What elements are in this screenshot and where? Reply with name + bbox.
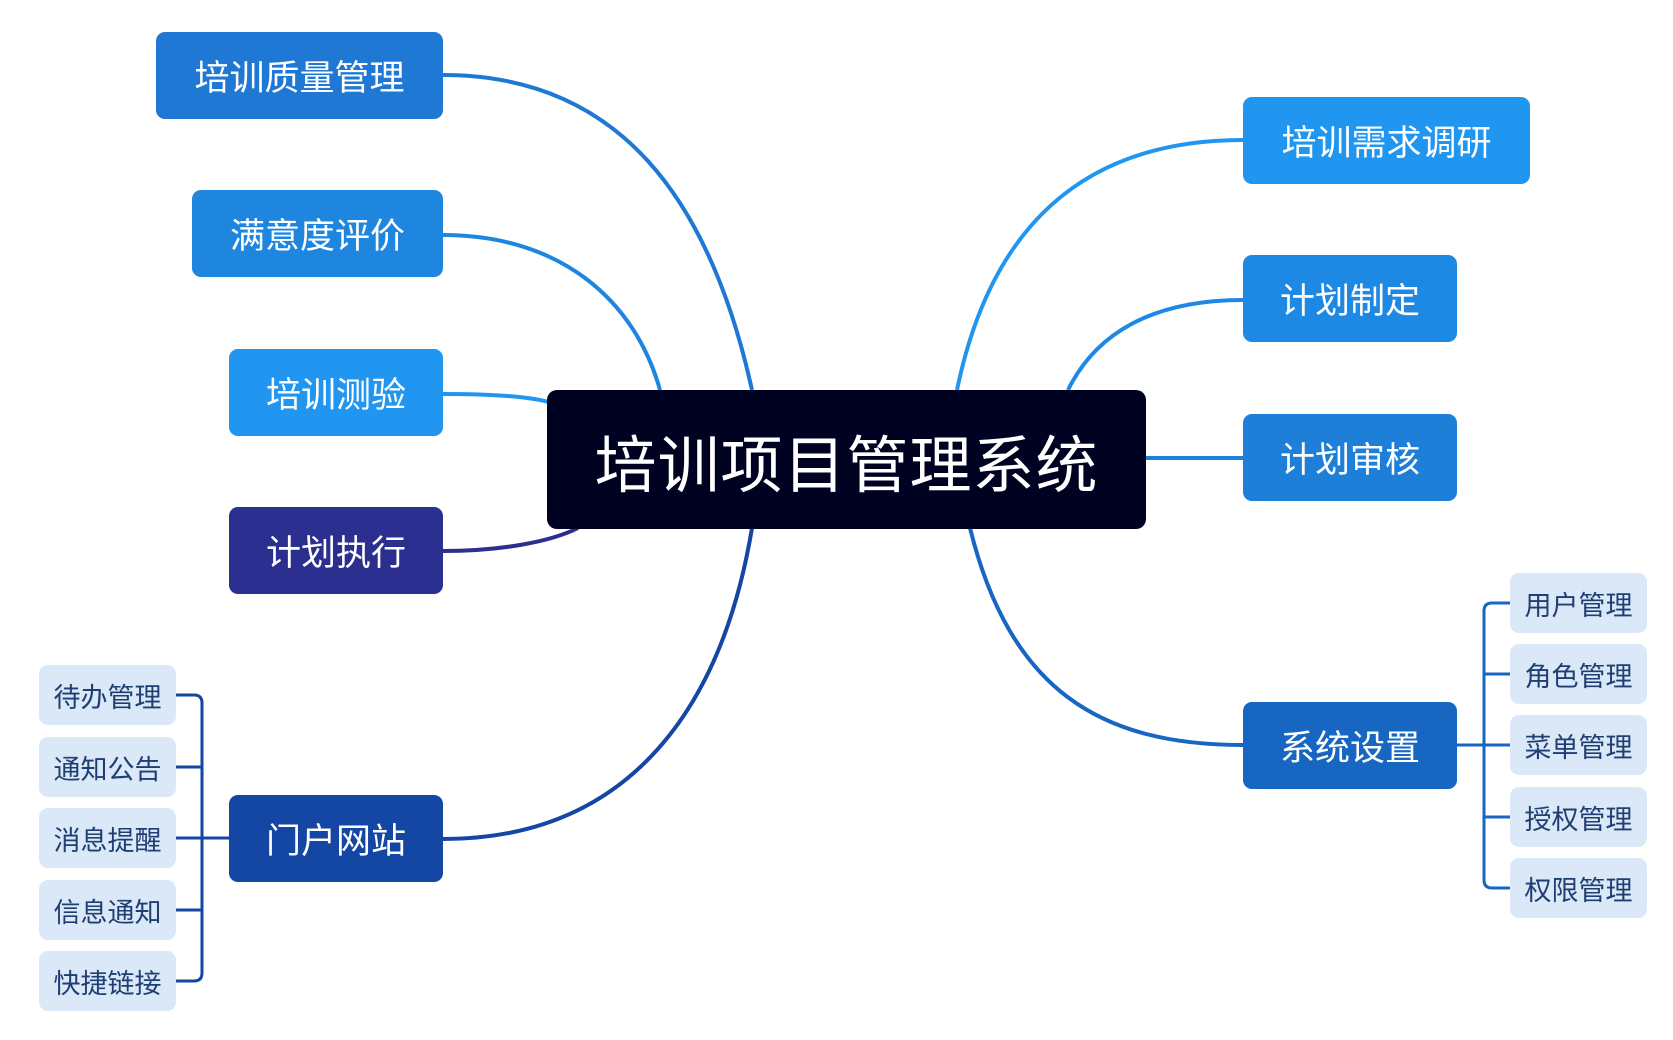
- link-portal: [442, 527, 754, 841]
- link-execution: [442, 526, 579, 553]
- branch-plan-execution[interactable]: 计划执行: [229, 507, 443, 594]
- link-survey: [955, 138, 1244, 391]
- branch-satisfaction-evaluation[interactable]: 满意度评价: [192, 190, 443, 277]
- branch-plan-review[interactable]: 计划审核: [1243, 414, 1457, 501]
- link-quality: [442, 73, 754, 391]
- leaf-todo-management[interactable]: 待办管理: [39, 665, 176, 725]
- leaf-menu-management[interactable]: 菜单管理: [1510, 715, 1647, 775]
- branch-training-quality[interactable]: 培训质量管理: [156, 32, 443, 119]
- branch-needs-survey[interactable]: 培训需求调研: [1243, 97, 1530, 184]
- leaf-authorization-management[interactable]: 授权管理: [1510, 787, 1647, 847]
- link-satisfaction: [442, 233, 662, 391]
- central-topic[interactable]: 培训项目管理系统: [547, 390, 1146, 529]
- leaf-notice-announcement[interactable]: 通知公告: [39, 737, 176, 797]
- portal-bracket: [176, 693, 229, 983]
- leaf-permission-management[interactable]: 权限管理: [1510, 858, 1647, 918]
- branch-training-test[interactable]: 培训测验: [229, 349, 443, 436]
- link-test: [442, 392, 549, 404]
- link-settings: [968, 527, 1244, 747]
- leaf-quick-links[interactable]: 快捷链接: [39, 951, 176, 1011]
- leaf-message-reminder[interactable]: 消息提醒: [39, 808, 176, 868]
- leaf-role-management[interactable]: 角色管理: [1510, 644, 1647, 704]
- leaf-info-notification[interactable]: 信息通知: [39, 880, 176, 940]
- branch-system-settings[interactable]: 系统设置: [1243, 702, 1457, 789]
- settings-bracket: [1457, 601, 1510, 890]
- leaf-user-management[interactable]: 用户管理: [1510, 573, 1647, 633]
- branch-plan-making[interactable]: 计划制定: [1243, 255, 1457, 342]
- link-planning: [1066, 298, 1244, 391]
- branch-portal-site[interactable]: 门户网站: [229, 795, 443, 882]
